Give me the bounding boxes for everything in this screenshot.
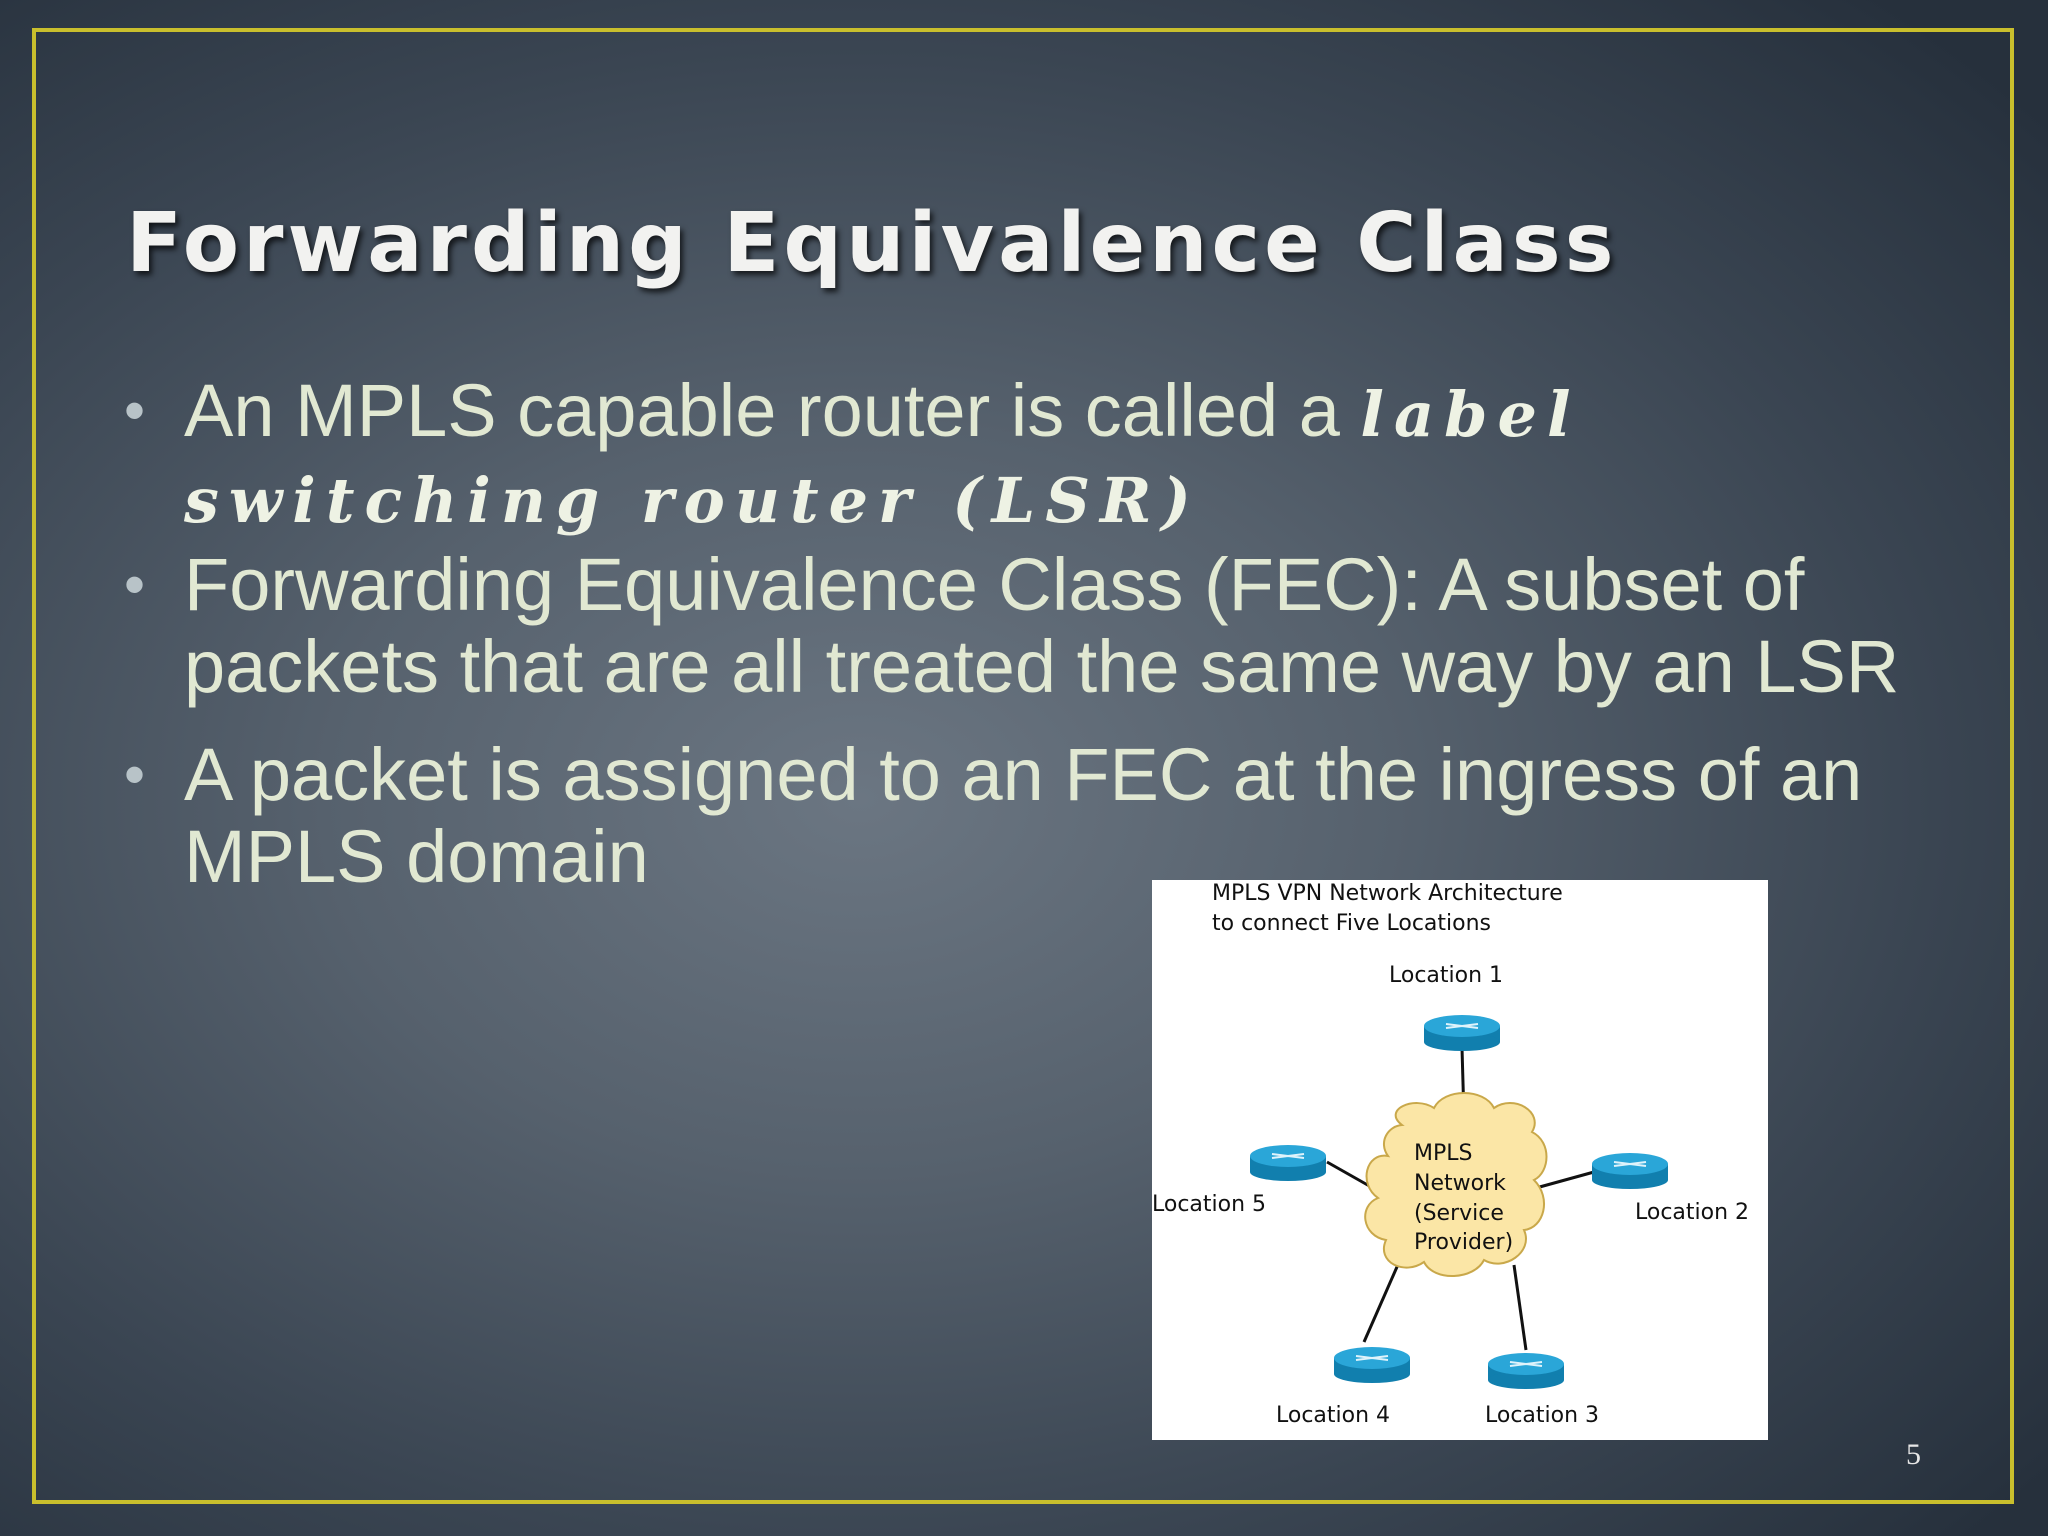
bullet-item: • Forwarding Equivalence Class (FEC): A … [124,544,1944,708]
bullet-list: • An MPLS capable router is called a lab… [124,370,1944,898]
bullet-item: • An MPLS capable router is called a lab… [124,370,1944,542]
location-label: Location 2 [1635,1200,1749,1225]
cloud-label-line: MPLS [1414,1141,1472,1166]
router-icon [1334,1347,1410,1383]
network-links [1326,1047,1595,1351]
location-label: Location 5 [1152,1192,1266,1217]
bullet-dot: • [124,741,146,808]
slide-title: Forwarding Equivalence Class [126,196,1618,291]
mpls-cloud: MPLS Network (Service Provider) [1364,1092,1548,1277]
location-label: Location 3 [1485,1403,1599,1428]
bullet-text: A packet is assigned to an FEC at the in… [184,733,1863,898]
location-label: Location 1 [1389,963,1503,988]
diagram-title-line1: MPLS VPN Network Architecture [1212,881,1563,906]
bullet-emphasis: label switching router (LSR) [184,378,1581,537]
cloud-label-line: Provider) [1414,1230,1513,1255]
router-icon [1592,1153,1668,1189]
bullet-text: Forwarding Equivalence Class (FEC): A su… [184,543,1900,708]
diagram-title-line2: to connect Five Locations [1212,911,1491,936]
cloud-label-line: (Service [1414,1201,1504,1226]
bullet-item: • A packet is assigned to an FEC at the … [124,734,1944,898]
router-icon [1424,1015,1500,1051]
bullet-dot: • [124,377,146,444]
location-label: Location 4 [1276,1403,1390,1428]
router-icon [1488,1353,1564,1389]
bullet-dot: • [124,551,146,618]
page-number: 5 [1906,1438,1921,1471]
cloud-label-line: Network [1414,1171,1506,1196]
bullet-text: An MPLS capable router is called a [184,369,1361,452]
router-icon [1250,1145,1326,1181]
slide-frame [32,28,2014,1504]
mpls-network-diagram: MPLS VPN Network Architecture to connect… [1152,880,1768,1440]
